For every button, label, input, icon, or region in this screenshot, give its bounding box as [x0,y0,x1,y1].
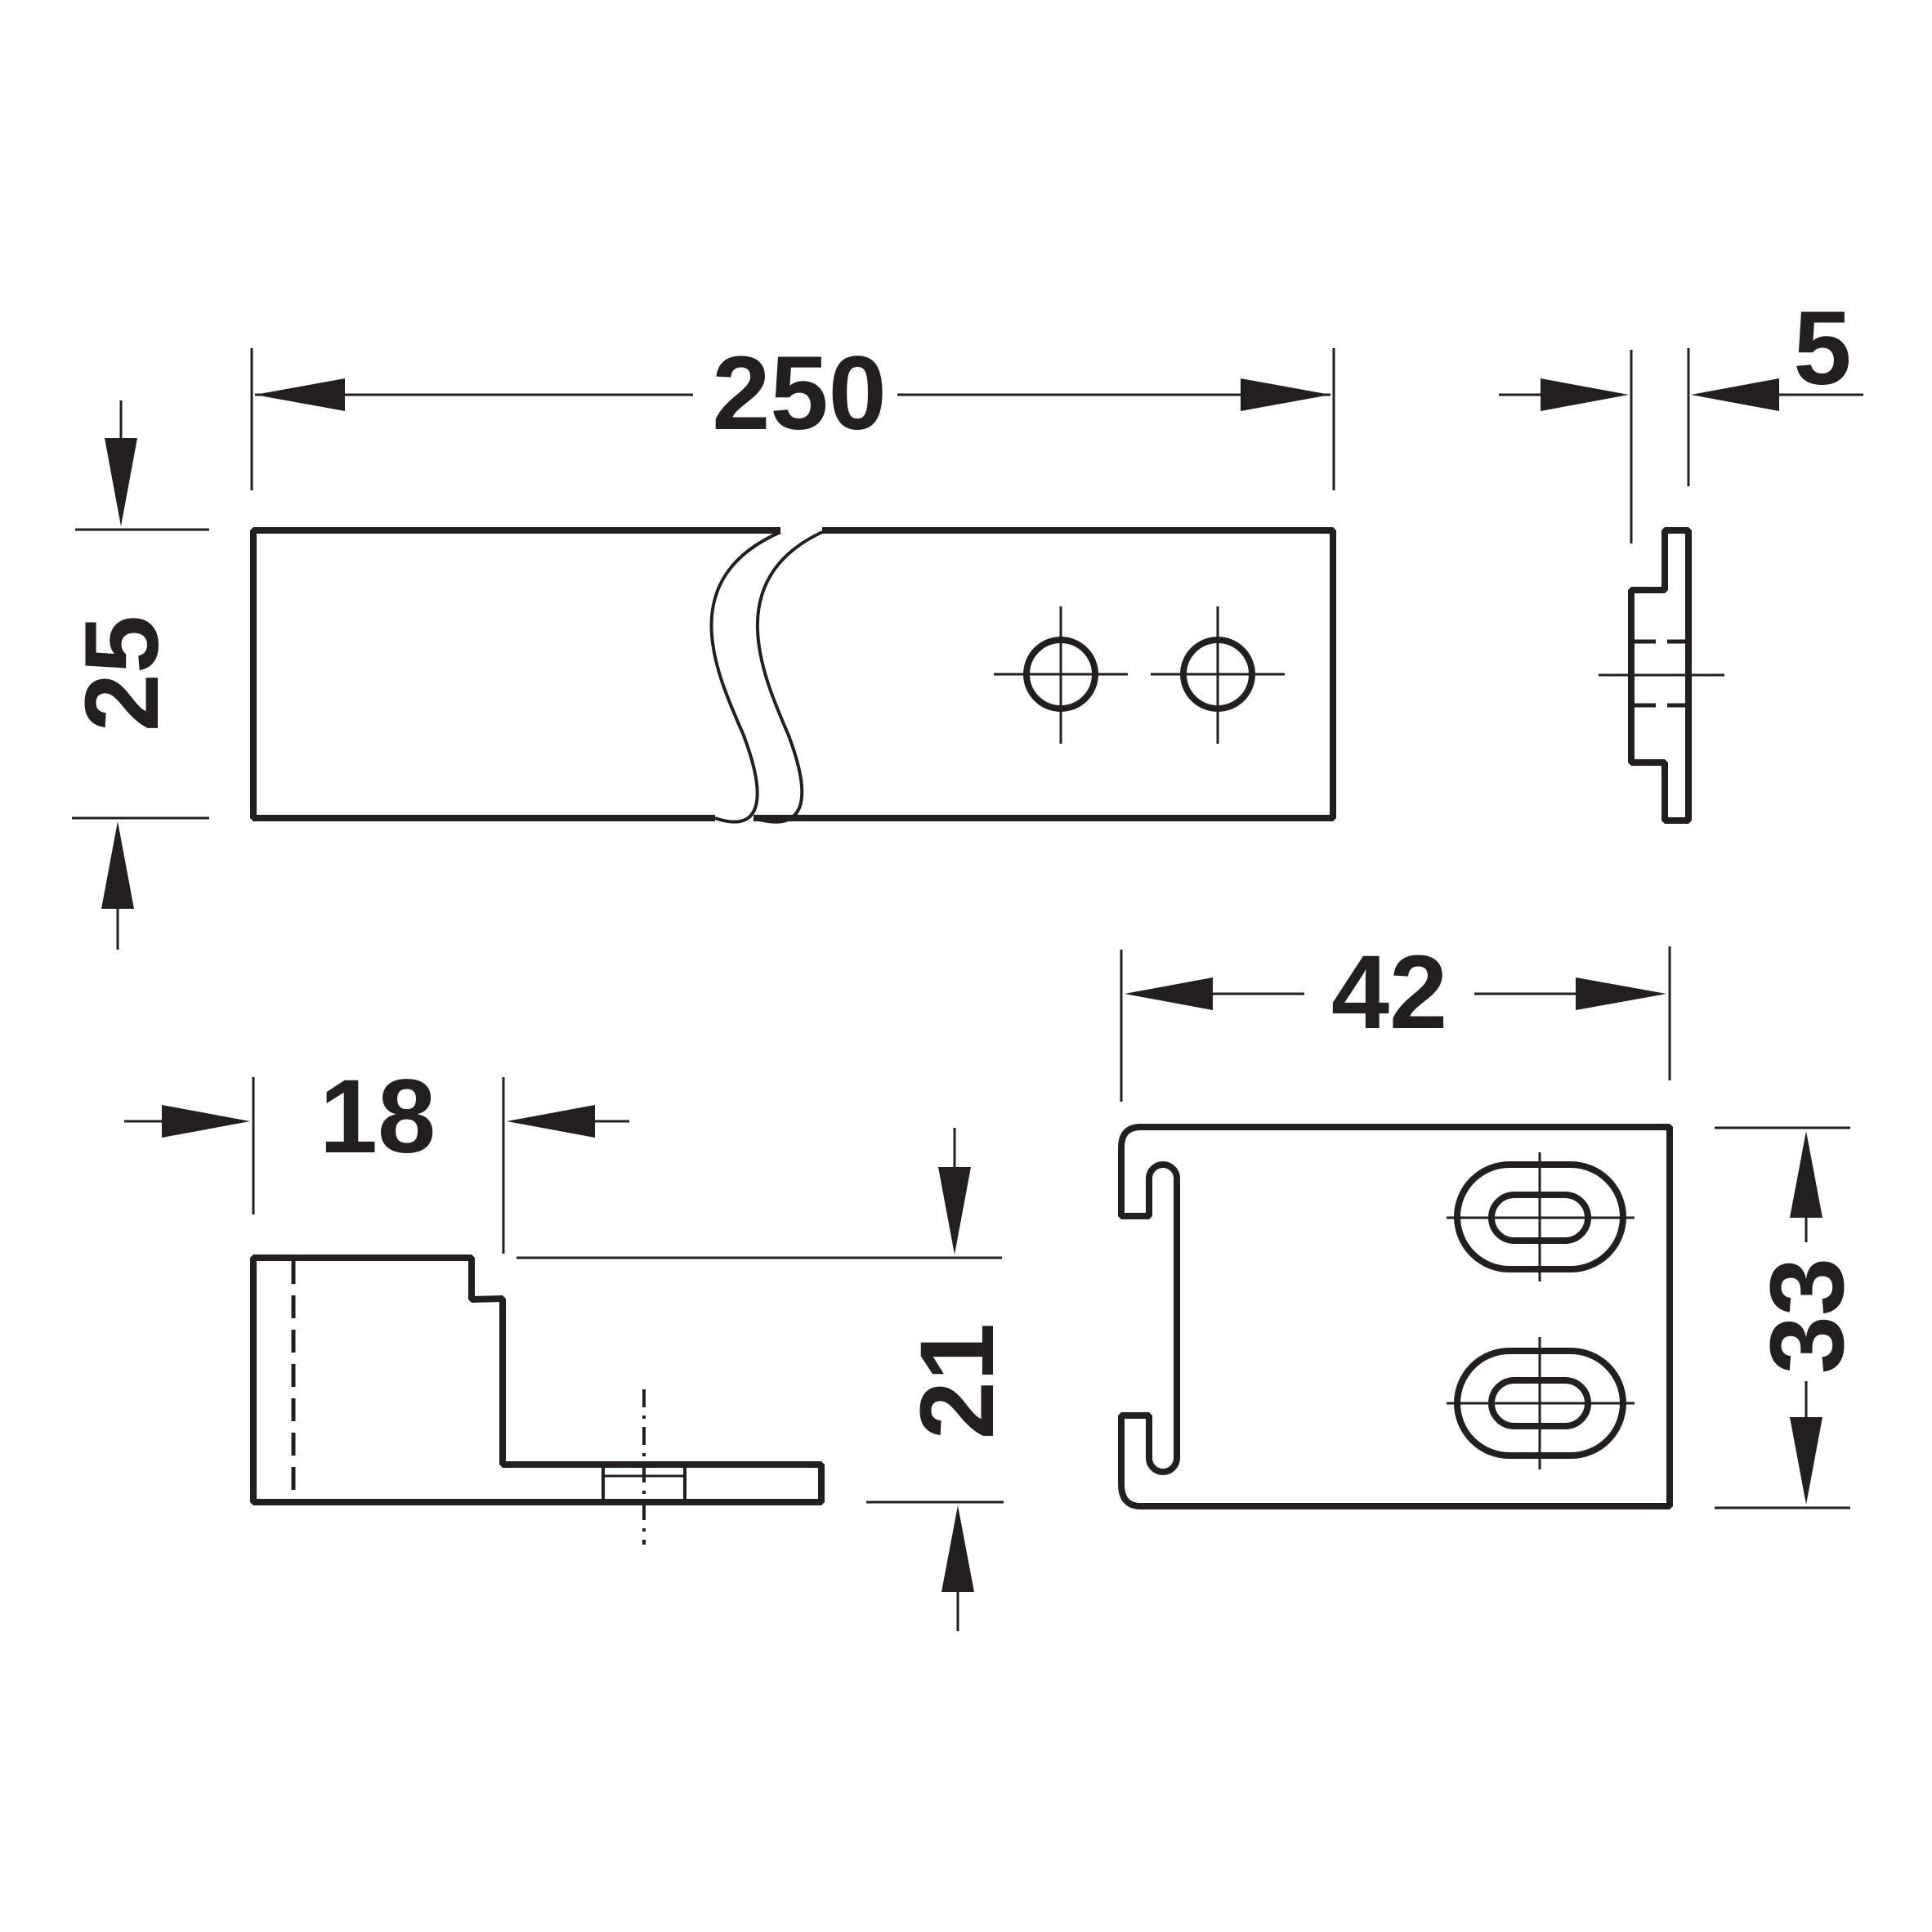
adjustment-slot-2 [1447,1337,1635,1469]
break-line-right [753,530,823,824]
dimension-thickness-label: 5 [1793,290,1851,407]
mounting-hole-1 [994,606,1128,744]
dimension-thickness: 5 [1499,290,1863,543]
dimension-length-label: 250 [712,335,887,452]
dimension-plate-width: 42 [1120,934,1671,1102]
side-view: 5 [1499,290,1863,824]
strip-outline-left [250,527,780,821]
plate-outline [1118,1124,1673,1509]
dimension-side-height-label: 21 [899,1323,1016,1439]
dimension-plate-height: 33 [1715,1126,1866,1509]
end-profile-outline [250,1254,825,1505]
end-view: 18 21 [124,1058,1016,1631]
strip-outline-right [754,527,1336,821]
mounting-hole-2 [1151,606,1285,744]
dimension-width: 25 [64,400,209,950]
dimension-plate-width-label: 42 [1331,934,1447,1051]
adjustment-slot-1 [1447,1152,1635,1281]
dimension-plate-height-label: 33 [1749,1258,1866,1374]
dimension-side-width: 18 [124,1058,629,1254]
side-profile-outline [1628,527,1692,824]
dimension-side-height: 21 [517,1128,1016,1631]
dimension-width-label: 25 [64,615,181,731]
top-view: 250 25 [64,335,1336,950]
dimension-length: 250 [250,335,1335,490]
plate-view: 42 33 [1118,934,1866,1509]
break-line-left [709,530,781,824]
dimension-side-width-label: 18 [320,1058,436,1175]
